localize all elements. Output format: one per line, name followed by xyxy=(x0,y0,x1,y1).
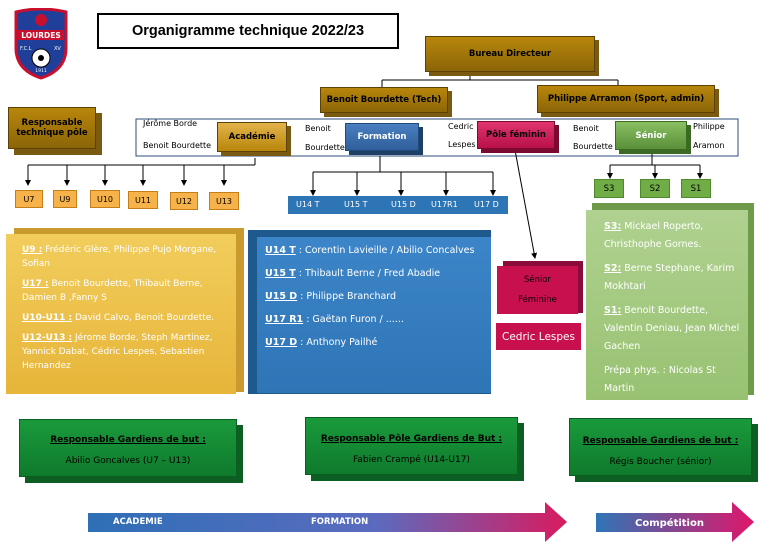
team-u15d: U15 D xyxy=(391,200,416,209)
gardiens-formation-name: Fabien Crampé (U14-U17) xyxy=(353,455,470,465)
team-u15t: U15 T xyxy=(344,200,368,209)
senior-right-name-2: Aramon xyxy=(693,141,725,150)
team-u10: U10 xyxy=(90,190,120,208)
responsable-technique-label: Responsable technique pôle xyxy=(16,118,88,138)
team-u17r1: U17R1 xyxy=(431,200,458,209)
senior-label: Sénior xyxy=(635,130,667,141)
staff-prepa: Prépa phys. : Nicolas St Martin xyxy=(604,365,716,394)
senior-left-name-1: Benoit xyxy=(573,124,599,133)
gardiens-academie-box: Responsable Gardiens de but : Abilio Gon… xyxy=(19,419,237,477)
logo-year: 1911 xyxy=(35,69,47,74)
gardiens-academie-name: Abilio Goncalves (U7 – U13) xyxy=(65,456,191,466)
staff-u15d: U15 D : Philippe Branchard xyxy=(265,291,397,302)
senior-left-name-2: Bourdette xyxy=(573,142,613,151)
benoit-tech-box: Benoit Bourdette (Tech) xyxy=(320,87,448,113)
senior-feminine-line2: Féminine xyxy=(518,295,557,305)
formation-label: Formation xyxy=(357,132,407,142)
academie-name-2: Benoit Bourdette xyxy=(143,141,212,150)
senior-feminine-box: Sénior Féminine xyxy=(497,266,578,314)
team-u7: U7 xyxy=(15,190,43,208)
academie-staff-panel: U9 : Frédéric Glère, Philippe Pujo Morga… xyxy=(6,234,236,394)
page-title: Organigramme technique 2022/23 xyxy=(97,13,399,49)
pole-feminin-box: Pôle féminin xyxy=(477,121,555,149)
arrow-label-competition: Compétition xyxy=(635,518,704,529)
staff-u12-u13: U12-U13 : Jérome Borde, Steph Martinez, … xyxy=(22,333,213,371)
feminin-name-1: Cedric xyxy=(448,122,474,131)
formation-teams-bar xyxy=(288,196,508,214)
staff-u9: U9 : Frédéric Glère, Philippe Pujo Morga… xyxy=(22,245,217,269)
progression-arrow xyxy=(88,502,567,542)
bureau-directeur-label: Bureau Directeur xyxy=(468,49,552,59)
pole-feminin-label: Pôle féminin xyxy=(486,130,546,140)
staff-u15t: U15 T : Thibault Berne / Fred Abadie xyxy=(265,268,441,279)
staff-u17r1: U17 R1 : Gaëtan Furon / ...... xyxy=(265,314,404,325)
logo-sub-right: XV xyxy=(54,46,61,52)
staff-u17d: U17 D : Anthony Pailhé xyxy=(265,337,378,348)
team-u9: U9 xyxy=(53,190,77,208)
senior-staff-panel: S3: Mickael Roperto, Christhophe Gornes.… xyxy=(586,210,748,400)
staff-u17: U17 : Benoit Bourdette, Thibault Berne, … xyxy=(22,279,203,303)
gardiens-academie-title: Responsable Gardiens de but : xyxy=(50,435,206,445)
formation-name-2: Bourdette xyxy=(305,143,345,152)
logo-text: LOURDES xyxy=(21,31,61,40)
staff-s1: S1: Benoit Bourdette, Valentin Deniau, J… xyxy=(604,305,740,352)
bureau-directeur-box: Bureau Directeur xyxy=(425,36,595,72)
gardiens-formation-box: Responsable Pôle Gardiens de But : Fabie… xyxy=(305,417,518,475)
team-u11: U11 xyxy=(128,191,158,209)
gardiens-senior-box: Responsable Gardiens de but : Régis Bouc… xyxy=(569,418,752,476)
staff-s3: S3: Mickael Roperto, Christhophe Gornes. xyxy=(604,221,704,250)
academie-name-1: Jérôme Borde xyxy=(143,119,198,128)
staff-s2: S2: Berne Stephane, Karim Mokhtari xyxy=(604,263,735,292)
team-u12: U12 xyxy=(170,192,198,210)
club-logo: LOURDES F.C.L XV 1911 xyxy=(12,7,70,80)
academie-label: Académie xyxy=(228,132,276,142)
gardiens-senior-title: Responsable Gardiens de but : xyxy=(582,436,739,446)
philippe-sport-label: Philippe Arramon (Sport, admin) xyxy=(547,94,705,104)
benoit-tech-label: Benoit Bourdette (Tech) xyxy=(326,95,442,105)
team-u13: U13 xyxy=(209,192,239,210)
feminin-name-2: Lespes xyxy=(448,140,476,149)
senior-feminine-line1: Sénior xyxy=(523,275,552,285)
cedric-lespes-box: Cedric Lespes xyxy=(496,323,581,350)
staff-u14t: U14 T : Corentin Lavieille / Abilio Conc… xyxy=(265,245,475,256)
logo-sub-left: F.C.L xyxy=(20,46,32,52)
philippe-sport-box: Philippe Arramon (Sport, admin) xyxy=(537,85,715,113)
formation-box: Formation xyxy=(345,123,419,151)
academie-box: Académie xyxy=(217,122,287,152)
staff-u10-u11: U10-U11 : David Calvo, Benoit Bourdette. xyxy=(22,313,215,323)
formation-name-1: Benoit xyxy=(305,124,331,133)
team-s1: S1 xyxy=(681,179,711,198)
competition-arrow xyxy=(596,502,754,542)
gardiens-formation-title: Responsable Pôle Gardiens de But : xyxy=(320,434,503,444)
team-u14t: U14 T xyxy=(296,200,320,209)
gardiens-senior-name: Régis Boucher (sénior) xyxy=(609,457,712,467)
cedric-lespes-label: Cedric Lespes xyxy=(502,330,575,343)
arrow-label-formation: FORMATION xyxy=(311,517,369,527)
senior-right-name-1: Philippe xyxy=(693,122,725,131)
team-u17d: U17 D xyxy=(474,200,499,209)
arrow-label-academie: ACADEMIE xyxy=(113,517,163,527)
responsable-technique-box: Responsable technique pôle xyxy=(8,107,96,149)
team-s2: S2 xyxy=(640,179,670,198)
senior-box: Sénior xyxy=(615,121,687,150)
formation-staff-panel: U14 T : Corentin Lavieille / Abilio Conc… xyxy=(257,237,491,393)
team-s3: S3 xyxy=(594,179,624,198)
